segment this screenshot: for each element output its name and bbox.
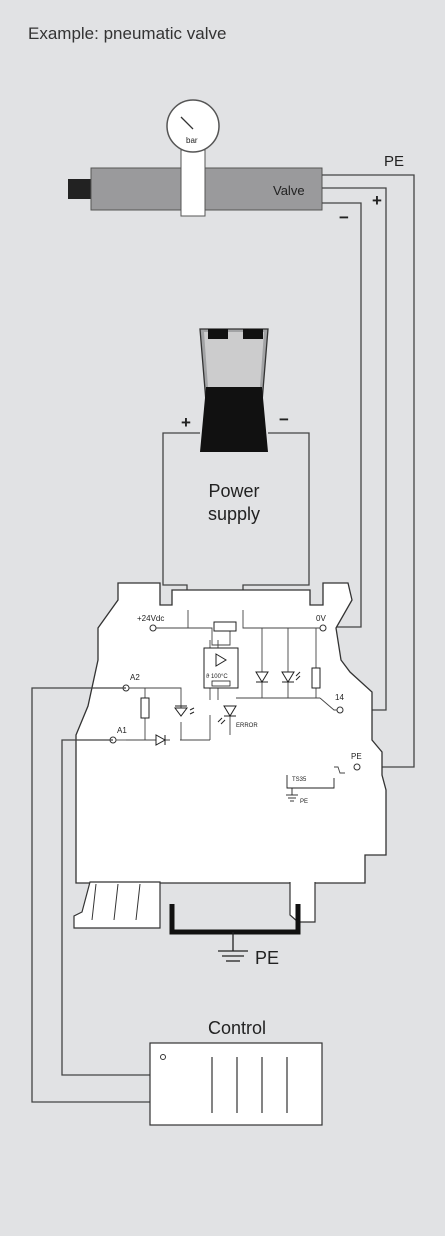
control-unit bbox=[149, 1042, 323, 1126]
varistor-icon bbox=[311, 667, 321, 689]
terminal-0v-label: 0V bbox=[316, 614, 326, 623]
power-supply-label-2: supply bbox=[208, 504, 260, 524]
din-rail-icon bbox=[73, 881, 316, 935]
ts35-label: TS35 bbox=[292, 777, 307, 783]
pe-wire bbox=[322, 174, 415, 768]
ground-pe-label: PE bbox=[255, 948, 279, 968]
valve-minus-label: − bbox=[339, 208, 349, 227]
minus-wire bbox=[322, 202, 362, 628]
power-minus-label: − bbox=[279, 410, 289, 429]
diode-icon bbox=[255, 671, 269, 683]
valve-pe-label: PE bbox=[384, 153, 404, 170]
power-supply-label-1: Power bbox=[208, 481, 259, 501]
pressure-gauge-icon: bar bbox=[166, 99, 220, 217]
valve-wires bbox=[322, 174, 415, 768]
ts35-pe-label: PE bbox=[300, 799, 308, 805]
power-plus-label: + bbox=[181, 413, 191, 432]
error-label: ERROR bbox=[236, 723, 258, 729]
temp-label: ϑ 100°C bbox=[206, 674, 228, 680]
logic-block bbox=[203, 647, 239, 689]
control-label: Control bbox=[208, 1018, 266, 1038]
battery-icon bbox=[199, 328, 269, 452]
gauge-label: bar bbox=[186, 136, 198, 145]
terminal-14-label: 14 bbox=[335, 693, 344, 702]
terminal-a2-label: A2 bbox=[130, 673, 140, 682]
valve-label: Valve bbox=[273, 183, 305, 198]
valve: Valve bar bbox=[68, 99, 323, 217]
terminal-a1-label: A1 bbox=[117, 726, 127, 735]
valve-plug-icon bbox=[68, 179, 92, 199]
valve-plus-label: + bbox=[372, 191, 382, 210]
terminal-24v-label: +24Vdc bbox=[137, 614, 164, 623]
plus-wire bbox=[322, 187, 387, 711]
terminal-pe-label: PE bbox=[351, 752, 362, 761]
diagram-title: Example: pneumatic valve bbox=[28, 24, 227, 43]
error-led-icon bbox=[217, 705, 237, 725]
control-wires bbox=[31, 687, 150, 1103]
relay-module: ϑ 100°C ERROR bbox=[75, 582, 387, 884]
relay-housing bbox=[75, 582, 387, 884]
ground-icon bbox=[218, 932, 248, 962]
valve-body bbox=[90, 167, 323, 211]
led-icon bbox=[281, 671, 301, 683]
